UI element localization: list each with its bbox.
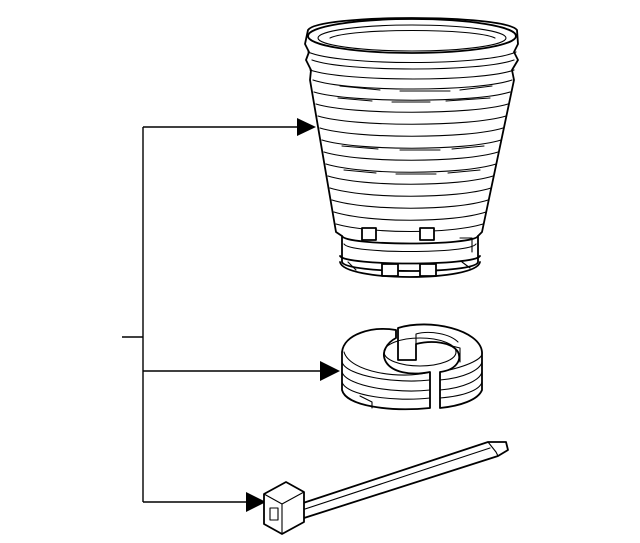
tie-strap-tip xyxy=(487,441,499,457)
bumper-top-edge-right xyxy=(439,351,483,373)
arrow-tie-icon xyxy=(246,492,266,512)
tie-head-edges xyxy=(263,491,305,535)
leader-group xyxy=(122,118,340,512)
bellows-boot-icon xyxy=(304,17,519,278)
cuff-notch-left xyxy=(381,263,399,277)
bumper-top-edge-left xyxy=(343,351,431,376)
boot-ridges xyxy=(307,51,517,233)
boot-rim-outer xyxy=(307,18,517,54)
bumper-bore xyxy=(383,337,457,367)
cuff-notch-right xyxy=(419,263,437,277)
boot-rim-inner-back xyxy=(329,29,496,39)
cable-tie-icon xyxy=(263,441,509,535)
cuff-tab-right xyxy=(419,227,435,241)
bumper-layers xyxy=(341,345,483,409)
tie-head xyxy=(263,481,305,535)
arrow-boot-icon xyxy=(297,118,316,136)
tie-strap-groove xyxy=(301,447,491,511)
split-bumper-ring-icon xyxy=(341,323,483,411)
cuff-tab-left xyxy=(361,227,377,241)
boot-rim-inner xyxy=(317,24,507,52)
tie-strap xyxy=(299,441,509,519)
boot-cuff xyxy=(339,227,481,278)
boot-outline xyxy=(304,17,519,272)
arrow-bumper-icon xyxy=(320,361,340,381)
tie-head-slot xyxy=(269,507,279,521)
